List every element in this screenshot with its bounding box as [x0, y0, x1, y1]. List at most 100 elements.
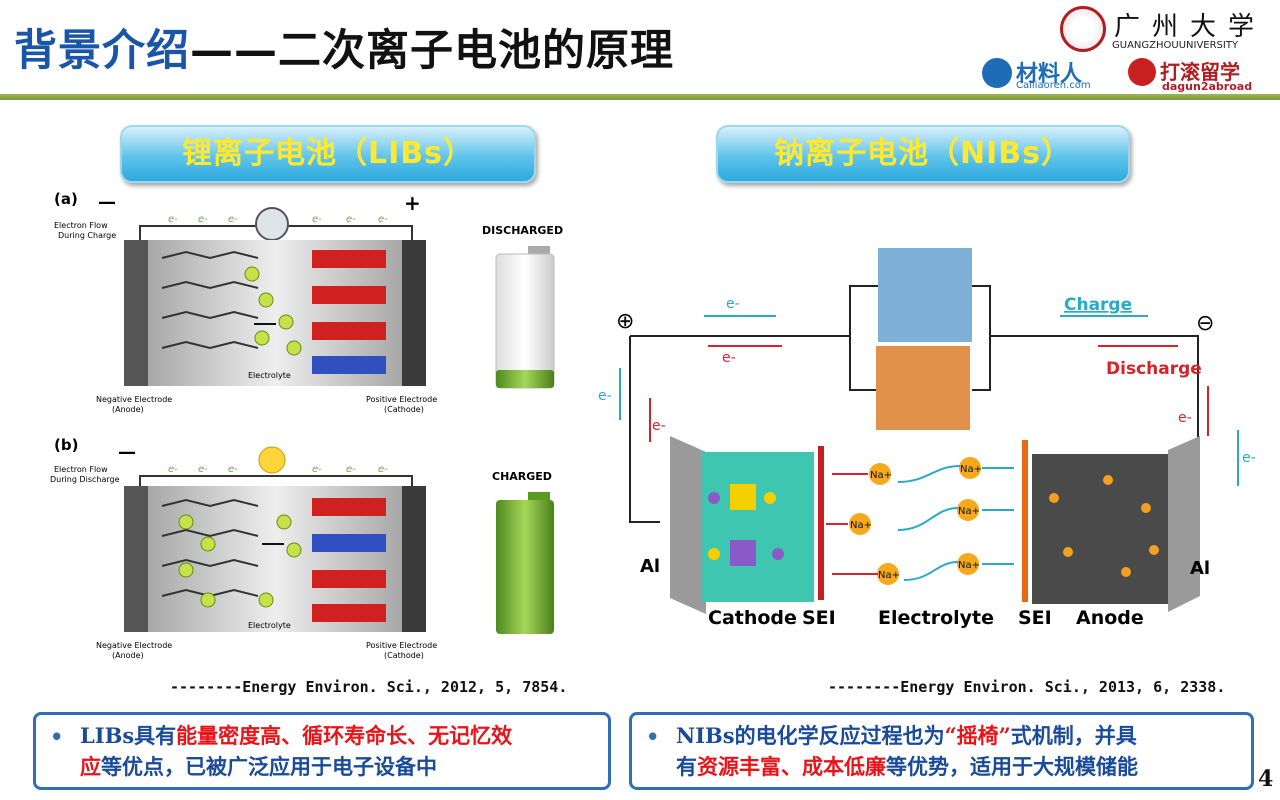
logo-gz-cn: 广州大学: [1114, 12, 1267, 42]
neg-a-1: Negative Electrode: [96, 395, 172, 404]
e-a5: e-: [346, 214, 356, 225]
reference-right: --------Energy Environ. Sci., 2013, 6, 2…: [828, 678, 1226, 696]
logo-gz-en: GUANGZHOUUNIVERSITY: [1112, 40, 1239, 51]
cathode-atoms: [708, 484, 784, 566]
panel-a-minus: —: [98, 192, 116, 213]
coo2-b: [312, 498, 386, 622]
e-a1: e-: [168, 214, 178, 225]
label-anode: Anode: [1076, 607, 1144, 629]
anode-structure: [1032, 454, 1176, 604]
cailiaoren-logo: 材料人 Cailiaoren.com: [982, 56, 1122, 94]
e-right-red: e-: [1178, 410, 1192, 426]
al-left-label: Al: [640, 556, 660, 577]
e-a2: e-: [198, 214, 208, 225]
pos-b-1: Positive Electrode: [366, 641, 437, 650]
libs-heading: 锂离子电池（LIBs）: [120, 125, 536, 183]
na-2: Na+: [960, 464, 982, 475]
flow-b-line1: Electron Flow: [54, 465, 108, 474]
callout-left-p2: 等优点，已被广泛应用于电子设备中: [101, 754, 437, 779]
cathode-structure: [702, 452, 814, 602]
e-right-cyan: e-: [1242, 450, 1256, 466]
cathode-a: [402, 240, 426, 386]
logo-cl-en: Cailiaoren.com: [1016, 80, 1091, 91]
li-ions-b: [178, 514, 302, 608]
callout-right-h1: “摇椅”: [944, 723, 1011, 748]
wind-solar-image: [878, 248, 972, 342]
anode-a: [124, 240, 148, 386]
callout-nibs: • NIBs的电化学反应过程也为“摇椅”式机制，并具有资源丰富、成本低廉等优势，…: [629, 712, 1254, 790]
panel-a-plus: +: [404, 191, 421, 215]
label-sei-right: SEI: [1018, 607, 1052, 629]
electron-row-a: e- e- e- e- e- e-: [168, 214, 388, 225]
battery-discharged-cap: [528, 246, 550, 254]
anode-b: [124, 486, 148, 632]
pos-a-1: Positive Electrode: [366, 395, 437, 404]
university-emblem-icon: [1060, 6, 1106, 52]
flow-b-line2: During Discharge: [50, 475, 120, 484]
power-line-image: [876, 346, 970, 430]
nibs-heading: 钠离子电池（NIBs）: [716, 125, 1130, 183]
guangzhou-university-logo: 广州大学 GUANGZHOUUNIVERSITY: [1060, 6, 1270, 56]
lightbulb-icon: [258, 446, 286, 474]
battery-discharged: [495, 253, 555, 389]
title-main: 背景介绍: [14, 26, 190, 76]
electrolyte-a: Electrolyte: [248, 371, 291, 380]
ion-arrows: [826, 465, 1014, 581]
na-5: Na+: [878, 570, 900, 581]
al-left-plate: [670, 436, 706, 614]
flow-a-line1: Electron Flow: [54, 221, 108, 230]
e-a4: e-: [312, 214, 322, 225]
pos-b-2: (Cathode): [384, 651, 424, 660]
title-rest: ——二次离子电池的原理: [190, 26, 674, 76]
flow-a-line2: During Charge: [58, 231, 116, 240]
callout-libs: • LIBs具有能量密度高、循环寿命长、无记忆效应等优点，已被广泛应用于电子设备…: [33, 712, 611, 790]
label-sei-left: SEI: [802, 607, 836, 629]
e-left-red: e-: [652, 418, 666, 434]
callout-left-p1: LIBs具有: [80, 723, 177, 748]
na-4: Na+: [958, 506, 980, 517]
charged-label: CHARGED: [492, 470, 552, 483]
panel-b-label: (b): [54, 436, 78, 454]
anode-particles: [1049, 475, 1159, 577]
electrolyte-b: Electrolyte: [248, 621, 291, 630]
licoo2-a: [312, 250, 386, 374]
sei-left: [818, 446, 824, 600]
meter-icon: [255, 207, 289, 241]
logo-dg-cn: 打滚留学: [1160, 60, 1240, 84]
li-ions-a: [244, 266, 302, 356]
al-right-plate: [1168, 436, 1200, 612]
panel-a-label: (a): [54, 190, 78, 208]
callout-right-p2: 式机制，并具: [1010, 723, 1137, 748]
callout-right-p3: 有: [676, 754, 697, 779]
cailiaoren-icon: [982, 58, 1012, 88]
callout-right-p1: NIBs的电化学反应过程也为: [676, 723, 945, 748]
logo-dg-en: dagun2abroad: [1162, 80, 1253, 93]
callout-right-h2: 资源丰富、成本低廉: [697, 754, 886, 779]
lib-schematic-figure: (a) — + Electron Flow During Charge e- e…: [50, 190, 563, 660]
na-labels: Na+ Na+ Na+ Na+ Na+ Na+: [850, 464, 982, 581]
na-1: Na+: [870, 470, 892, 481]
neg-a-2: (Anode): [112, 405, 144, 414]
pos-a-2: (Cathode): [384, 405, 424, 414]
e-a6: e-: [378, 214, 388, 225]
graphite-a: [161, 250, 259, 350]
page-number: 4: [1258, 766, 1274, 792]
al-right-label: Al: [1190, 558, 1210, 579]
battery-discharged-level: [496, 370, 554, 388]
e-b2: e-: [198, 464, 208, 475]
e-b4: e-: [312, 464, 322, 475]
callout-left-h2: 应: [80, 754, 101, 779]
callout-left-h1: 能量密度高、循环寿命长、无记忆效: [176, 723, 513, 748]
title-rule: [0, 94, 1280, 100]
electron-row-b: e- e- e- e- e- e-: [168, 464, 388, 475]
e-top-red: e-: [722, 350, 736, 366]
neg-b-2: (Anode): [112, 651, 144, 660]
e-b6: e-: [378, 464, 388, 475]
e-top-cyan: e-: [726, 296, 740, 312]
battery-charged: [496, 500, 554, 634]
discharge-label: Discharge: [1106, 359, 1202, 379]
minus-symbol: ⊖: [1196, 311, 1214, 336]
wire-b: [139, 475, 413, 492]
cathode-b: [402, 486, 426, 632]
sei-right: [1022, 440, 1028, 602]
